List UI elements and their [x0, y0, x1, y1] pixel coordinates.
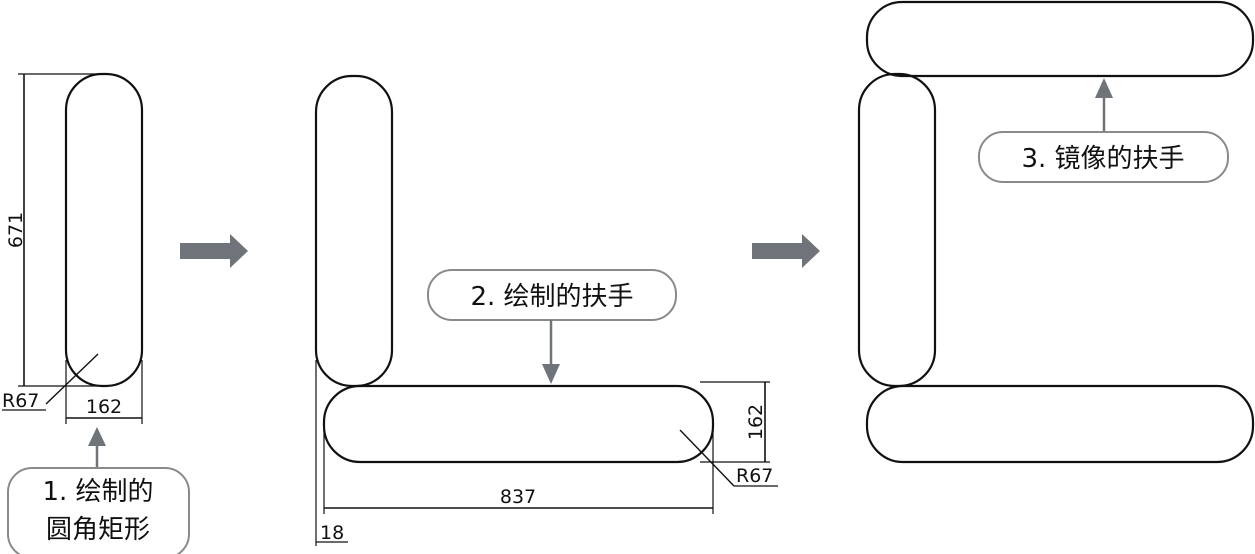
step2-vertical-armrest [314, 74, 394, 388]
step2-callout-label: 2. 绘制的扶手 [470, 282, 633, 312]
step-arrow-2 [752, 234, 820, 268]
step1-callout-line2: 圆角矩形 [46, 515, 150, 545]
step3-bottom-armrest [865, 384, 1255, 464]
step1-group: 671 162 R67 1. 绘制的 圆角矩形 [2, 72, 190, 554]
step3-vertical-armrest [857, 72, 937, 388]
step3-top-armrest [865, 0, 1255, 78]
step1-callout-box [7, 467, 190, 554]
step3-group: 3. 镜像的扶手 [857, 0, 1255, 464]
step2-radius-leader [679, 429, 735, 487]
step1-radius-label: R67 [2, 390, 39, 412]
step3-callout-label: 3. 镜像的扶手 [1021, 144, 1184, 174]
step2-group: 2. 绘制的扶手 162 837 R67 18 [314, 74, 778, 546]
step-arrow-1 [180, 234, 248, 268]
step1-width-label: 162 [86, 396, 122, 418]
step2-horizontal-armrest [322, 384, 715, 464]
step2-height-label: 162 [745, 404, 767, 440]
step2-length-label: 837 [500, 486, 536, 508]
step1-callout-arrowhead [88, 427, 106, 446]
step1-rounded-rect [64, 72, 144, 388]
step2-radius-label: R67 [736, 465, 773, 487]
step1-callout-line1: 1. 绘制的 [42, 477, 153, 507]
step3-callout-box [978, 131, 1229, 183]
step1-radius-leader [45, 353, 99, 405]
step1-height-label: 671 [5, 212, 27, 248]
step3-callout-arrowhead [1095, 78, 1113, 98]
step2-offset-label: 18 [320, 522, 344, 544]
step2-callout-arrowhead [542, 364, 560, 384]
